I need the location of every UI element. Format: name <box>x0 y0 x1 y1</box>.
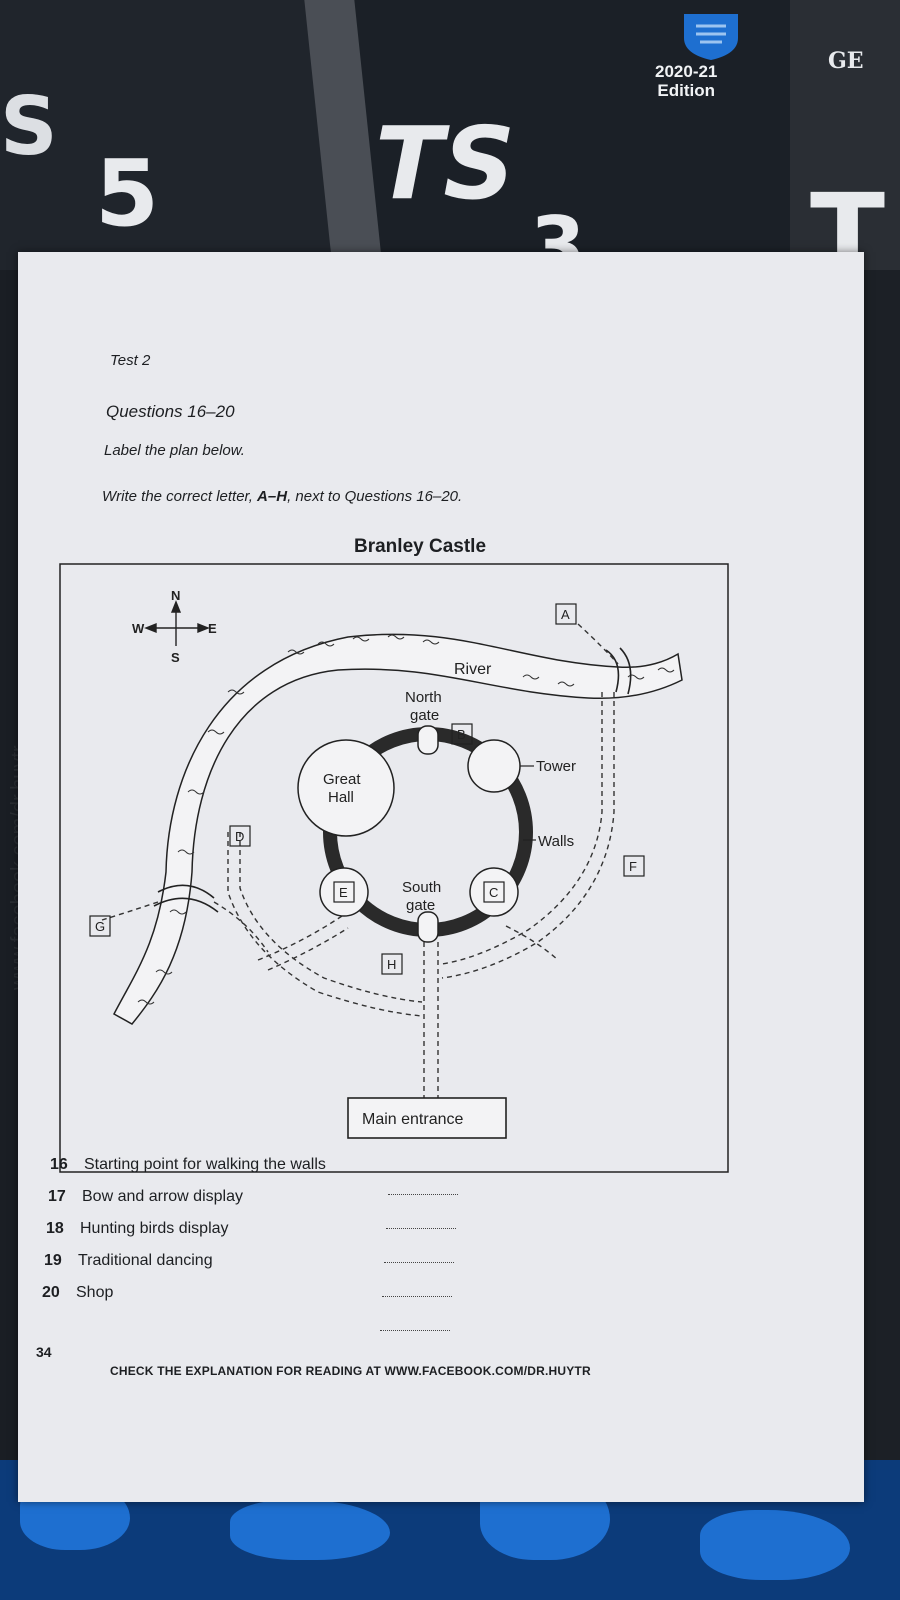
compass-s: S <box>171 650 180 665</box>
compass-icon <box>144 600 210 646</box>
letter-c: C <box>489 885 498 900</box>
letter-a: A <box>561 607 570 622</box>
tower-southwest <box>319 867 369 917</box>
question-16: 16 Starting point for walking the walls <box>50 1156 326 1174</box>
footpaths <box>101 623 619 1098</box>
tower-southeast <box>469 867 519 917</box>
river <box>112 633 683 1025</box>
label-north-gate-2: gate <box>410 707 439 724</box>
question-number: 20 <box>42 1284 60 1301</box>
compass-e: E <box>208 621 217 636</box>
letter-box-g <box>89 915 111 937</box>
textbook-page: Test 2 Questions 16–20 Label the plan be… <box>18 252 864 1502</box>
label-north-gate-1: North <box>405 689 442 706</box>
question-text: Starting point for walking the walls <box>84 1156 326 1173</box>
question-text: Bow and arrow display <box>82 1188 243 1205</box>
letter-box-d <box>229 825 251 847</box>
question-text: Shop <box>76 1284 114 1301</box>
answer-blank-16[interactable] <box>388 1194 458 1195</box>
label-river: River <box>454 661 492 678</box>
edition-badge: 2020-21 Edition <box>655 62 717 100</box>
question-18: 18 Hunting birds display <box>46 1220 229 1238</box>
bridge-west <box>153 884 219 913</box>
letter-box-h <box>381 953 403 975</box>
question-number: 16 <box>50 1156 68 1173</box>
answer-blank-17[interactable] <box>386 1228 456 1229</box>
compass-w: W <box>132 621 145 636</box>
north-gate <box>417 725 439 755</box>
letter-e: E <box>339 885 348 900</box>
bridge-east <box>605 647 632 695</box>
question-text: Hunting birds display <box>80 1220 229 1237</box>
background-book-left <box>0 0 330 270</box>
map-title: Branley Castle <box>354 536 487 557</box>
letter-b: B <box>457 727 466 742</box>
castle-plan-map: N S E W <box>59 563 729 1173</box>
label-great-hall-2: Hall <box>328 789 354 806</box>
answer-blank-19[interactable] <box>382 1296 452 1297</box>
page-footer: CHECK THE EXPLANATION FOR READING AT WWW… <box>110 1364 591 1378</box>
test-header: Test 2 <box>110 352 151 369</box>
letter-h: H <box>387 957 396 972</box>
question-number: 19 <box>44 1252 62 1269</box>
river-wave-pattern <box>137 634 675 1005</box>
instruction-write-letter: Write the correct letter, A–H, next to Q… <box>102 488 462 505</box>
letter-box-c <box>483 881 505 903</box>
letter-f: F <box>629 859 637 874</box>
cover-pattern-blot <box>230 1500 390 1560</box>
answer-blank-18[interactable] <box>384 1262 454 1263</box>
label-walls: Walls <box>538 833 574 850</box>
background-book-right <box>790 0 900 270</box>
letter-box-e <box>333 881 355 903</box>
compass-n: N <box>171 588 180 603</box>
letter-box-f <box>623 855 645 877</box>
letter-box-a <box>555 603 577 625</box>
south-gate <box>417 911 439 943</box>
cover-letters-ts: TS <box>375 105 516 222</box>
question-19: 19 Traditional dancing <box>44 1252 213 1270</box>
question-text: Traditional dancing <box>78 1252 213 1269</box>
label-great-hall-1: Great <box>323 771 361 788</box>
label-tower: Tower <box>536 758 576 775</box>
label-south-gate-1: South <box>402 879 441 896</box>
question-number: 17 <box>48 1188 66 1205</box>
background-book-middle <box>330 0 840 270</box>
letter-g: G <box>95 919 105 934</box>
cover-pattern-blot <box>700 1510 850 1580</box>
letter-box-b <box>451 723 473 745</box>
tower <box>467 739 521 793</box>
instruction-post: , next to Questions 16–20. <box>287 488 463 505</box>
question-17: 17 Bow and arrow display <box>48 1188 243 1206</box>
instruction-label-plan: Label the plan below. <box>104 442 245 459</box>
cover-letters-ge: GE <box>828 48 864 74</box>
edition-year: 2020-21 <box>655 62 718 81</box>
question-number: 18 <box>46 1220 64 1237</box>
instruction-pre: Write the correct letter, <box>102 488 258 505</box>
shield-icon <box>684 14 738 60</box>
label-main-entrance: Main entrance <box>362 1111 463 1128</box>
instruction-letters: A–H <box>257 488 288 505</box>
page-number: 34 <box>36 1344 52 1360</box>
questions-range: Questions 16–20 <box>106 402 235 421</box>
cover-number: 5 <box>95 140 160 247</box>
main-entrance-box <box>347 1097 507 1139</box>
great-hall <box>297 739 395 837</box>
cover-letter-s: S <box>0 80 58 173</box>
question-20: 20 Shop <box>42 1284 113 1302</box>
edition-label: Edition <box>657 81 715 100</box>
map-frame <box>59 563 729 1173</box>
label-south-gate-2: gate <box>406 897 435 914</box>
answer-blank-20[interactable] <box>380 1330 450 1331</box>
letter-d: D <box>235 829 244 844</box>
